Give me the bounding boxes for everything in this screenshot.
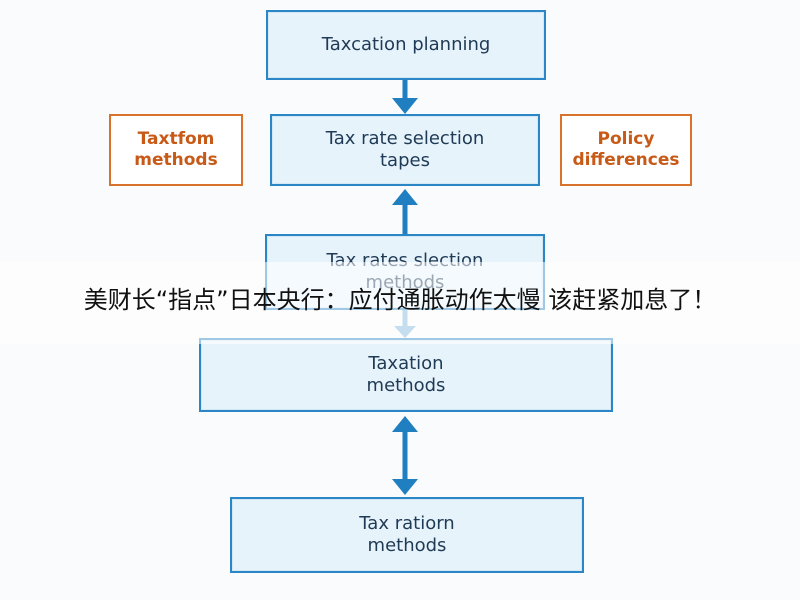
- box-taxcation-planning: Taxcation planning: [266, 10, 546, 80]
- arrow-down-icon: [392, 80, 418, 114]
- box-label: Taxtfom methods: [134, 128, 218, 170]
- box-label: Policy differences: [572, 128, 680, 170]
- box-taxation-methods: Taxation methods: [199, 338, 613, 412]
- box-policy-differences: Policy differences: [560, 114, 692, 186]
- box-label: Taxation methods: [366, 352, 446, 397]
- box-label: Tax ratiorn methods: [359, 512, 455, 557]
- headline-caption: 美财长“指点”日本央行：应付通胀动作太慢 该赶紧加息了！: [83, 286, 717, 314]
- caption-backdrop: [0, 262, 800, 344]
- box-tax-rate-selection: Tax rate selection tapes: [270, 114, 540, 186]
- box-tax-ration-methods: Tax ratiorn methods: [230, 497, 584, 573]
- box-label: Tax rate selection tapes: [325, 127, 485, 172]
- box-taxtfom-methods: Taxtfom methods: [109, 114, 243, 186]
- box-label: Taxcation planning: [321, 33, 491, 55]
- arrow-up-icon: [392, 189, 418, 237]
- arrow-double-vertical-icon: [392, 416, 418, 495]
